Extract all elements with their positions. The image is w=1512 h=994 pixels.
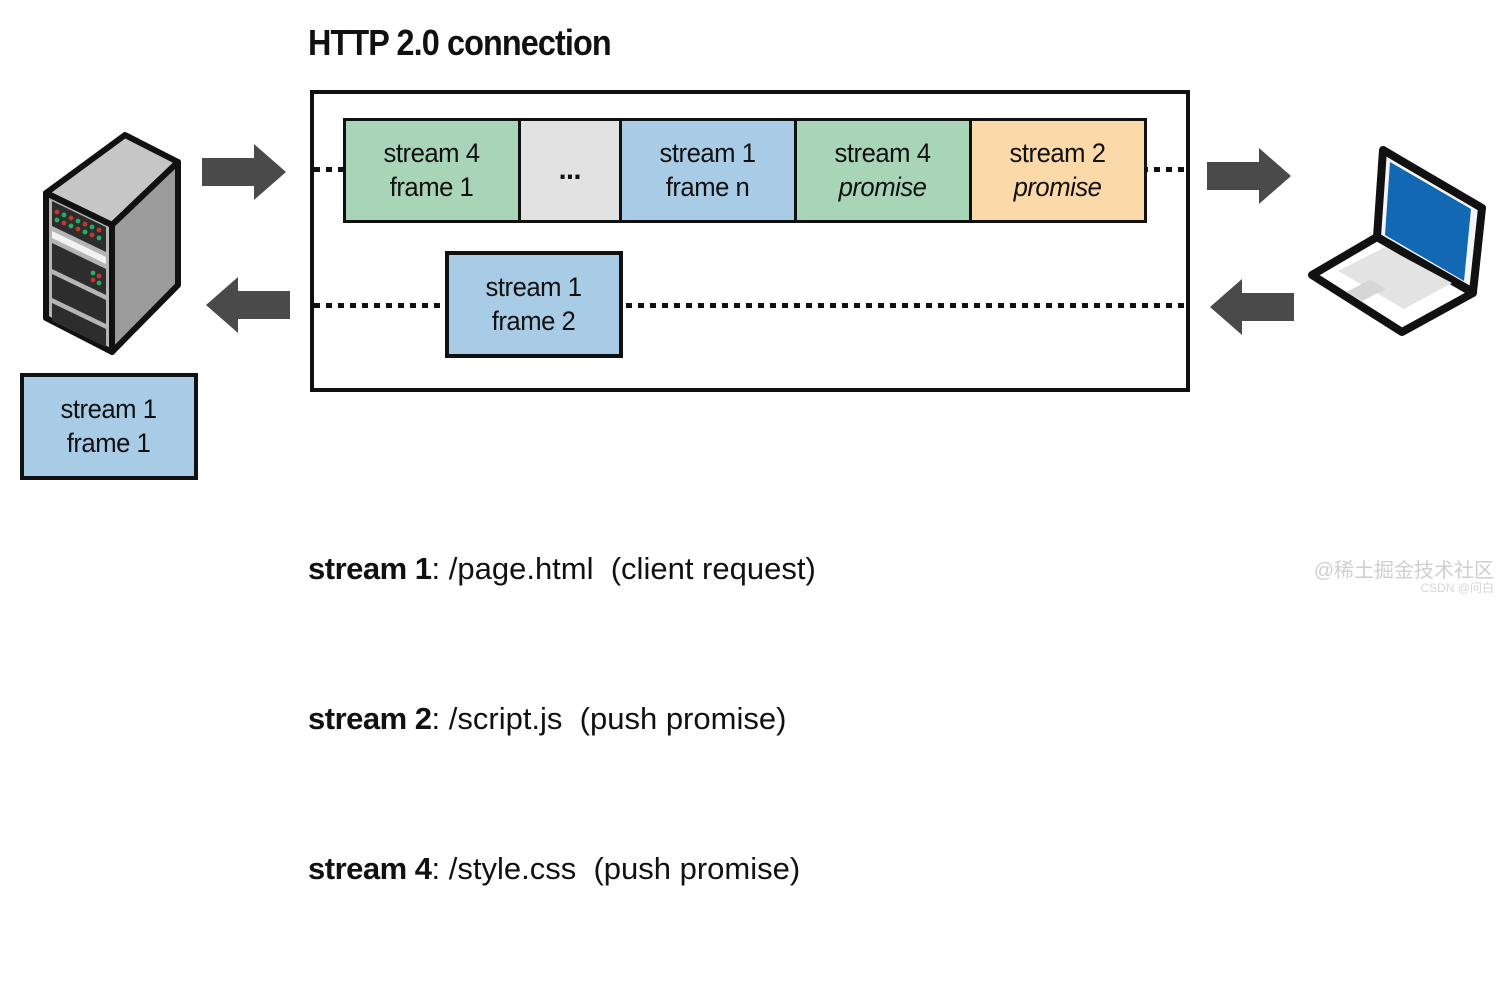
frame-stream4-frame1: stream 4 frame 1 — [343, 118, 521, 223]
watermark: @稀土掘金技术社区 CSDN @问白 — [1314, 560, 1494, 595]
frame-stream2-promise: stream 2 promise — [969, 118, 1147, 223]
stream-flow-dotted-line-bottom — [314, 303, 1186, 308]
ellipsis-label: ... — [558, 153, 582, 187]
arrow-left-icon — [1210, 279, 1294, 335]
frame-label: stream 2 promise — [1009, 138, 1106, 202]
frame-label: stream 1 frame 1 — [60, 394, 157, 458]
server-led-lights — [54, 209, 102, 286]
legend-item-stream4: stream 4: /style.css (push promise) — [308, 851, 801, 886]
frame-label: stream 4 frame 1 — [383, 138, 480, 202]
frame-ellipsis: ... — [518, 118, 622, 223]
diagram-canvas: HTTP 2.0 connection — [20, 22, 1494, 886]
frame-stream1-framen: stream 1 frame n — [619, 118, 797, 223]
arrow-right-icon — [1207, 148, 1291, 204]
stream-legend: stream 1: /page.html (client request) st… — [308, 444, 816, 994]
frame-label: stream 1 frame 2 — [485, 272, 582, 336]
legend-item-stream2: stream 2: /script.js (push promise) — [308, 701, 787, 736]
frame-label: stream 1 frame n — [659, 138, 756, 202]
frame-stream1-frame1: stream 1 frame 1 — [20, 373, 198, 480]
frame-label: stream 4 promise — [834, 138, 931, 202]
watermark-community: @稀土掘金技术社区 — [1313, 560, 1494, 582]
legend-item-stream1: stream 1: /page.html (client request) — [308, 551, 816, 586]
server-icon — [43, 132, 181, 355]
frame-stream1-frame2: stream 1 frame 2 — [445, 251, 623, 358]
frame-sequence-row: stream 4 frame 1 ... stream 1 frame n st… — [343, 118, 1147, 223]
http2-connection-box: stream 4 frame 1 ... stream 1 frame n st… — [310, 90, 1190, 392]
arrow-right-icon — [202, 144, 286, 200]
arrow-left-icon — [206, 277, 290, 333]
laptop-icon — [1308, 146, 1486, 336]
watermark-author: CSDN @问白 — [1420, 581, 1494, 595]
frame-stream4-promise: stream 4 promise — [794, 118, 972, 223]
diagram-title: HTTP 2.0 connection — [308, 22, 612, 63]
